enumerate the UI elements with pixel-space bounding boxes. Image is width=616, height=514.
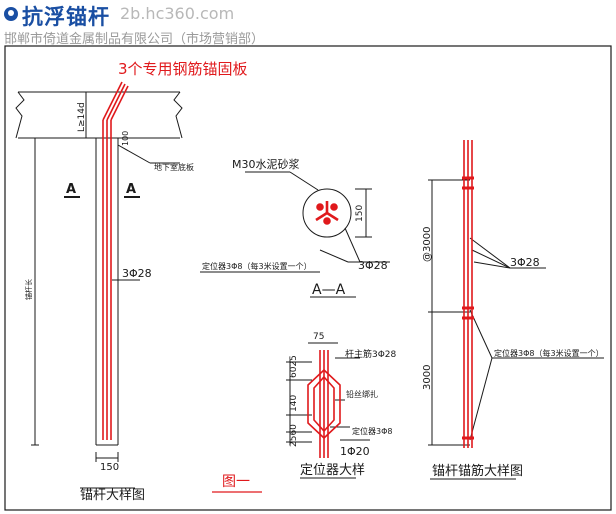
bar-label-right: 3Φ28	[510, 256, 540, 269]
section-caption: A—A	[312, 282, 346, 298]
anchor-detail-left	[15, 91, 183, 489]
spacer-note-section: 定位器3Φ8（每3米设置一个）	[202, 261, 312, 271]
bar-label-left: 3Φ28	[122, 267, 152, 280]
anchor-bars-left	[102, 81, 129, 440]
watermark-url: 2b.hc360.com	[120, 4, 235, 23]
spacer-bar-label: 定位器3Φ8	[352, 426, 392, 436]
dim-2560-label: 2560	[289, 424, 299, 447]
dim-150-bottom: 150	[100, 462, 119, 473]
mortar-label: M30水泥砂浆	[232, 157, 300, 171]
anchor-length-label: 锚杆长	[24, 279, 33, 300]
callout-anchor-plates: 3个专用钢筋锚固板	[118, 60, 248, 78]
dim-100-label: 100	[121, 131, 130, 146]
caption-anchor-detail: 锚杆大样图	[80, 488, 145, 503]
anchor-rebar-right	[428, 179, 604, 480]
dim-75-label: 75	[313, 332, 324, 342]
caption-rebar-detail: 锚杆锚筋大样图	[432, 463, 523, 479]
dim-l-label: L≥14d	[77, 102, 87, 132]
dim-3000-top: @3000	[422, 227, 433, 262]
page-title: 抗浮锚杆	[22, 5, 110, 29]
spacer-note-right: 定位器3Φ8（每3米设置一个）	[494, 348, 604, 358]
section-mark-right: A	[126, 182, 136, 197]
dim-3000-bottom: 3000	[422, 365, 433, 390]
floor-slab-label: 地下室底板	[154, 162, 194, 172]
dim-140-label: 140	[289, 395, 299, 412]
section-mark-left: A	[66, 182, 76, 197]
section-a-a	[200, 171, 390, 298]
dim-150-section: 150	[355, 205, 365, 222]
steel-wire-label: 铅丝绑扎	[346, 389, 378, 399]
anchor-bars-right	[462, 140, 474, 448]
ring-bar-label: 1Φ20	[340, 445, 370, 458]
drawing-frame	[4, 45, 612, 511]
main-bar-label: 杆主筋3Φ28	[345, 348, 397, 360]
caption-spacer-detail: 定位器大样	[300, 463, 365, 478]
bar-label-section: 3Φ28	[358, 259, 388, 272]
brand-logo-icon	[4, 7, 18, 21]
figure-label: 图一	[222, 474, 250, 490]
dim-6025-label: 6025	[289, 355, 299, 378]
spacer-bars	[307, 350, 341, 458]
company-name: 邯郸市倚道金属制品有限公司（市场营销部）	[4, 32, 265, 47]
section-bars	[315, 201, 339, 225]
spacer-detail	[286, 342, 370, 479]
